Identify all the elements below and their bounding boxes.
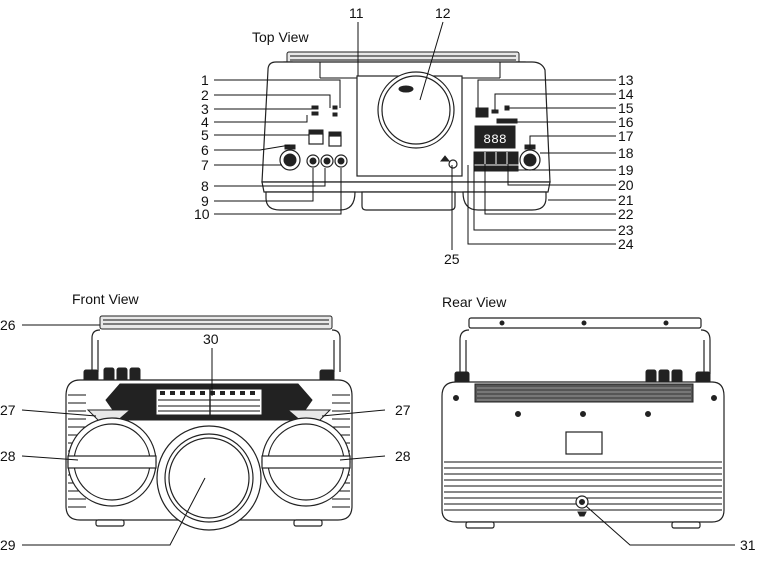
front-view-leaders bbox=[21, 324, 386, 546]
led-display bbox=[474, 125, 516, 149]
callout-21: 21 bbox=[618, 192, 634, 208]
callout-7: 7 bbox=[201, 157, 209, 173]
callout-13: 13 bbox=[618, 72, 634, 88]
rear-view: Rear View bbox=[441, 294, 725, 529]
callout-30: 30 bbox=[203, 331, 219, 347]
callout-4: 4 bbox=[201, 114, 209, 130]
callout-24: 24 bbox=[618, 236, 634, 252]
rear-label-plate bbox=[565, 431, 603, 455]
callout-14: 14 bbox=[618, 86, 634, 102]
front-view: Front View bbox=[65, 291, 353, 531]
callout-31: 31 bbox=[740, 537, 756, 553]
callout-20: 20 bbox=[618, 177, 634, 193]
callout-22: 22 bbox=[618, 206, 634, 222]
eject-icon bbox=[439, 155, 451, 162]
callout-26: 26 bbox=[0, 317, 16, 333]
cd-open-tab bbox=[398, 85, 414, 93]
front-view-callouts: 26 27 27 28 28 29 30 bbox=[0, 317, 411, 553]
callout-12: 12 bbox=[435, 5, 451, 21]
callout-10: 10 bbox=[194, 206, 210, 222]
rear-view-leader bbox=[585, 505, 735, 546]
callout-6: 6 bbox=[201, 142, 209, 158]
top-view: Top View bbox=[252, 29, 551, 211]
callout-18: 18 bbox=[618, 145, 634, 161]
callout-11: 11 bbox=[349, 5, 364, 21]
callout-17: 17 bbox=[618, 128, 634, 144]
callout-27-right: 27 bbox=[395, 402, 411, 418]
callout-29: 29 bbox=[0, 537, 16, 553]
callout-2: 2 bbox=[201, 87, 209, 103]
top-right-controls: 888 bbox=[473, 105, 541, 172]
front-speaker-left-bar bbox=[67, 455, 157, 469]
front-speaker-right-bar bbox=[261, 455, 351, 469]
top-foot-right bbox=[462, 191, 547, 211]
usb-port-icon bbox=[475, 107, 489, 118]
front-view-title: Front View bbox=[72, 291, 140, 307]
top-view-title: Top View bbox=[252, 29, 309, 45]
callout-27-left: 27 bbox=[0, 402, 16, 418]
callout-23: 23 bbox=[618, 222, 634, 238]
rear-view-title: Rear View bbox=[442, 294, 507, 310]
callout-16: 16 bbox=[618, 114, 634, 130]
callout-28-left: 28 bbox=[0, 448, 16, 464]
callout-5: 5 bbox=[201, 127, 209, 143]
callout-19: 19 bbox=[618, 162, 634, 178]
cd-open-button bbox=[448, 159, 458, 169]
rear-top-vent bbox=[474, 383, 694, 403]
front-center-woofer bbox=[156, 425, 262, 531]
callout-3: 3 bbox=[201, 101, 209, 117]
cd-lid bbox=[377, 71, 455, 149]
front-handle-bar bbox=[99, 315, 333, 330]
callout-1: 1 bbox=[201, 72, 209, 88]
callout-25: 25 bbox=[444, 251, 460, 267]
top-left-controls bbox=[279, 105, 348, 171]
callout-9: 9 bbox=[201, 193, 209, 209]
top-view-callouts: 1 2 3 4 5 6 7 8 9 10 11 12 13 14 15 16 1… bbox=[194, 5, 634, 267]
callout-15: 15 bbox=[618, 100, 634, 116]
top-foot-center bbox=[361, 191, 456, 211]
led-display-digits: 888 bbox=[483, 132, 506, 147]
callout-28-right: 28 bbox=[395, 448, 411, 464]
callout-8: 8 bbox=[201, 178, 209, 194]
top-view-leaders bbox=[214, 21, 616, 250]
